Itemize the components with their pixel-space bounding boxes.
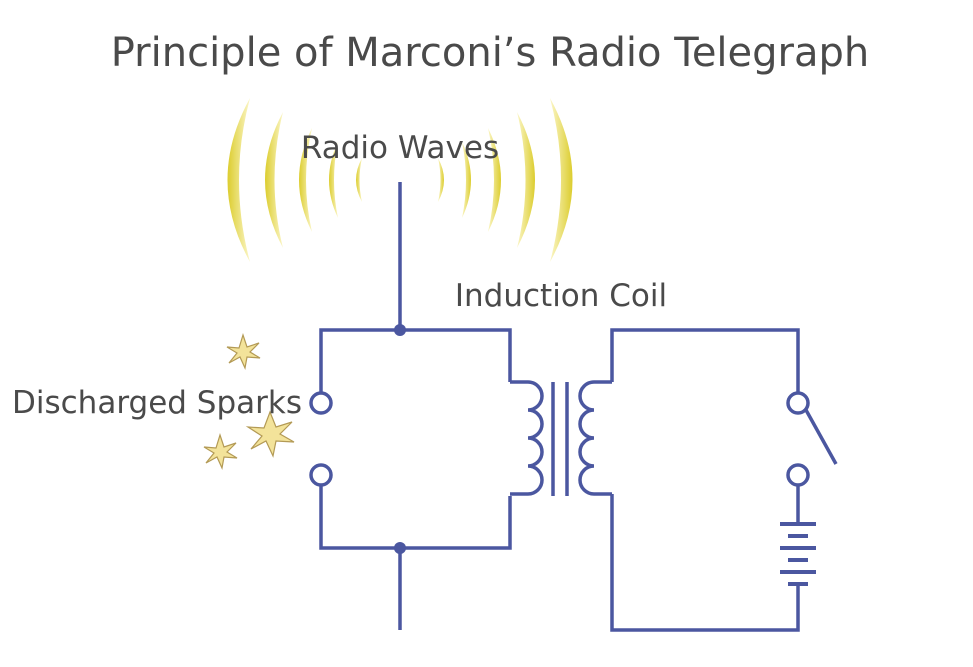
spark-gap-terminal-top [309,391,333,415]
right-loop-top-wire [610,328,800,394]
switch-lever-icon [804,409,838,465]
secondary-coil-icon [578,380,612,496]
circuit-wires [319,182,838,632]
switch-terminal-top [786,391,810,415]
induction-coil-label: Induction Coil [455,278,667,314]
junction-top-dot [394,324,406,336]
radio-waves-right-icon [438,98,573,262]
junction-bottom-dot [394,542,406,554]
radio-waves-label: Radio Waves [301,130,499,166]
left-loop-bottom-wire [319,485,512,550]
switch-terminal-bottom [786,463,810,487]
spark-gap-terminal-bottom [309,463,333,487]
page-title: Principle of Marconi’s Radio Telegraph [111,30,870,76]
right-loop-bottom-wire [610,494,800,632]
spark-icon-middle [245,410,295,458]
primary-coil-icon [510,380,544,496]
radio-waves-left-icon [227,98,362,262]
battery-icon [780,522,816,586]
discharged-sparks-label: Discharged Sparks [12,385,302,421]
spark-icon-top [226,333,261,370]
left-loop-top-wire [319,328,512,393]
spark-icon-bottom [203,433,238,470]
